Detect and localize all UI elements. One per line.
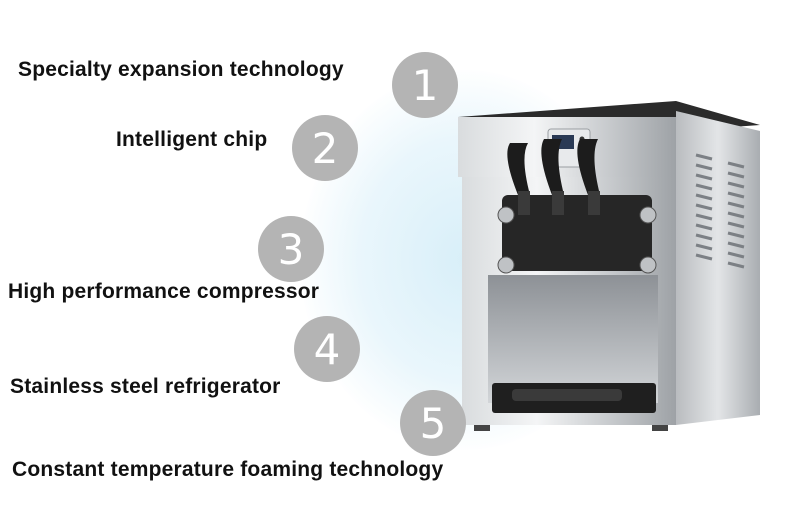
feature-number-badge-3: 3 <box>258 216 324 282</box>
feature-label-2: Intelligent chip <box>116 128 268 151</box>
feature-number-badge-4: 4 <box>294 316 360 382</box>
feature-label-4: Stainless steel refrigerator <box>10 375 281 398</box>
feature-label-1: Specialty expansion technology <box>18 58 344 81</box>
feature-number-badge-2: 2 <box>292 115 358 181</box>
dispenser-block <box>502 195 652 271</box>
feature-label-5: Constant temperature foaming technology <box>12 458 444 481</box>
ice-cream-machine-illustration <box>458 101 760 431</box>
feature-label-3: High performance compressor <box>8 280 320 303</box>
side-vents <box>695 153 745 269</box>
machine-side-panel <box>676 111 760 425</box>
dispensing-cavity <box>488 275 658 403</box>
dispenser-handles <box>507 139 600 215</box>
feature-number-badge-1: 1 <box>392 52 458 118</box>
feature-number-badge-5: 5 <box>400 390 466 456</box>
